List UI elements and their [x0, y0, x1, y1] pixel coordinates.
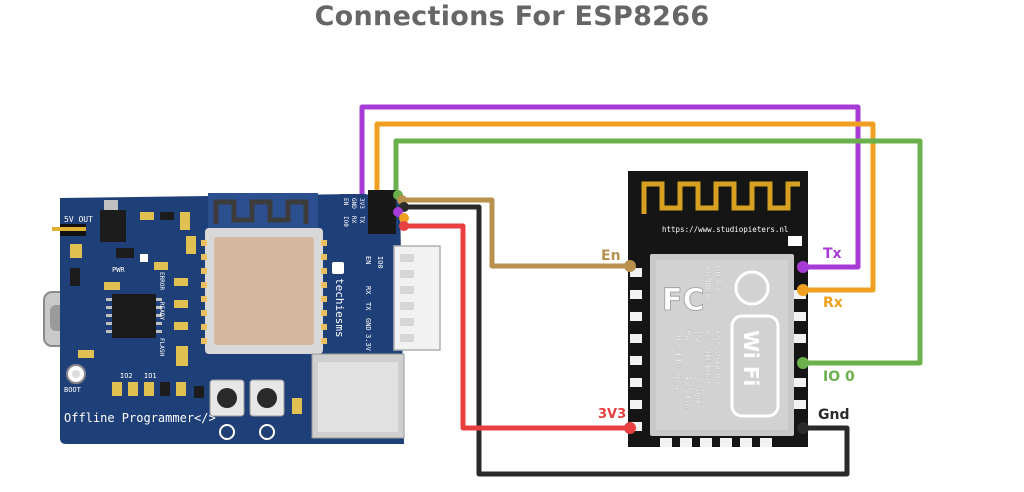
enter-icon	[259, 424, 275, 440]
model-line-4: 802.11b/g/n	[672, 330, 682, 390]
wire-en-tan	[399, 197, 633, 269]
label-pwr: PWR	[112, 266, 125, 274]
esp8266-module: https://www.studiopieters.nl FC MODEL VE…	[624, 171, 809, 447]
tactile-button-1	[209, 379, 245, 417]
pin-label-gnd: Gnd	[818, 407, 849, 423]
reset-icon	[219, 424, 235, 440]
esp-antenna	[641, 181, 800, 214]
usb-uart-chip	[112, 294, 156, 338]
pin-label-io0: IO 0	[823, 369, 855, 385]
model-line-1: VENDOR	[702, 266, 712, 299]
model-line-2: ISM	[692, 330, 702, 347]
wire-3v3-red	[401, 223, 633, 431]
ai-thinker-logo	[734, 270, 770, 306]
jst-connector	[393, 245, 441, 351]
wifi-text: Wi Fi	[739, 330, 763, 386]
label-boot: BOOT	[64, 386, 82, 394]
esp-url: https://www.studiopieters.nl	[662, 225, 788, 234]
value-line-2: 2.4GHz	[692, 376, 702, 409]
label-flash: FLASH	[158, 338, 165, 356]
value-line-3: +25dBm	[682, 376, 692, 409]
side-pin-4: GND	[364, 318, 372, 331]
value-line-1: AI-THINKER	[702, 330, 712, 385]
brand-logo-icon	[332, 262, 344, 274]
header-label-1: GND	[350, 198, 357, 209]
header-label-0: EN	[342, 198, 349, 206]
programmer-board: 5V OUT PWR ERROR READY FLASH	[43, 190, 441, 444]
brand-text: techiesms	[333, 278, 346, 338]
label-io2: IO2	[120, 372, 133, 380]
pin-header	[368, 190, 396, 234]
model-line-0: MODEL	[712, 266, 722, 293]
header-label-2: 3V3	[358, 198, 365, 209]
pin-label-rx: Rx	[823, 295, 843, 311]
pin-label-tx: Tx	[823, 246, 842, 262]
pin-label-3v3: 3V3	[598, 407, 626, 422]
diagram-title: Connections For ESP8266	[314, 1, 710, 32]
top-header-block	[340, 194, 366, 236]
label-error: ERROR	[158, 272, 165, 290]
pin-label-en: En	[601, 248, 621, 264]
board-name: Offline Programmer</>	[64, 411, 216, 425]
side-pin-1: IO0	[376, 256, 384, 269]
side-pin-3: TX	[364, 302, 372, 311]
header-label-4: RX	[350, 216, 357, 224]
value-line-0: ESP8266MOD	[712, 330, 722, 384]
wifi-logo	[730, 314, 780, 418]
wire-gnd-black	[401, 204, 850, 477]
header-label-5: TX	[358, 216, 365, 224]
label-ready: READY	[158, 302, 165, 320]
tactile-button-2	[249, 379, 285, 417]
model-line-3: PA	[682, 330, 692, 341]
header-label-3: IO0	[342, 216, 349, 227]
label-io1: IO1	[144, 372, 157, 380]
side-pin-5: 3.3V	[364, 334, 372, 352]
label-5v-out: 5V OUT	[64, 215, 93, 224]
side-pin-0: EN	[364, 256, 372, 264]
fcc-logo: FC	[662, 283, 705, 318]
side-pin-2: RX	[364, 286, 372, 295]
